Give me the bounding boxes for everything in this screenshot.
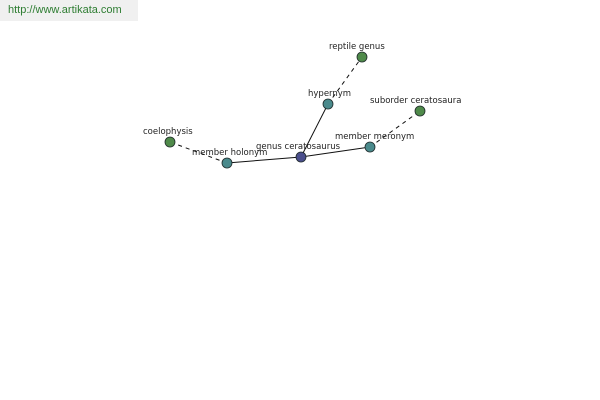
node-label-reptile[interactable]: reptile genus [329,42,385,52]
node-label-suborder[interactable]: suborder ceratosaura [370,96,461,106]
source-url-banner[interactable]: http://www.artikata.com [0,0,138,21]
edge-center-holonym [226,156,302,164]
node-label-hypernym[interactable]: hypernym [308,89,351,99]
node-suborder[interactable] [414,105,426,117]
edge-hypernym-reptile [327,56,363,105]
node-label-meronym[interactable]: member meronym [335,132,414,142]
node-meronym[interactable] [364,141,376,153]
labels-layer: genus ceratosaurus hypernym reptile genus m… [143,42,461,158]
node-hypernym[interactable] [322,98,334,110]
node-coelo[interactable] [164,136,176,148]
edge-holonym-coelo [169,141,228,164]
node-label-center[interactable]: genus ceratosaurus [256,142,341,152]
node-label-coelo[interactable]: coelophysis [143,127,193,137]
edges-layer [169,56,421,164]
edge-meronym-suborder [369,110,421,148]
node-center[interactable] [295,151,307,163]
node-reptile[interactable] [356,51,368,63]
node-label-holonym[interactable]: member holonym [192,148,267,158]
edge-center-hypernym [300,103,329,158]
node-holonym[interactable] [221,157,233,169]
edge-center-meronym [300,146,371,158]
nodes-layer [164,51,426,169]
